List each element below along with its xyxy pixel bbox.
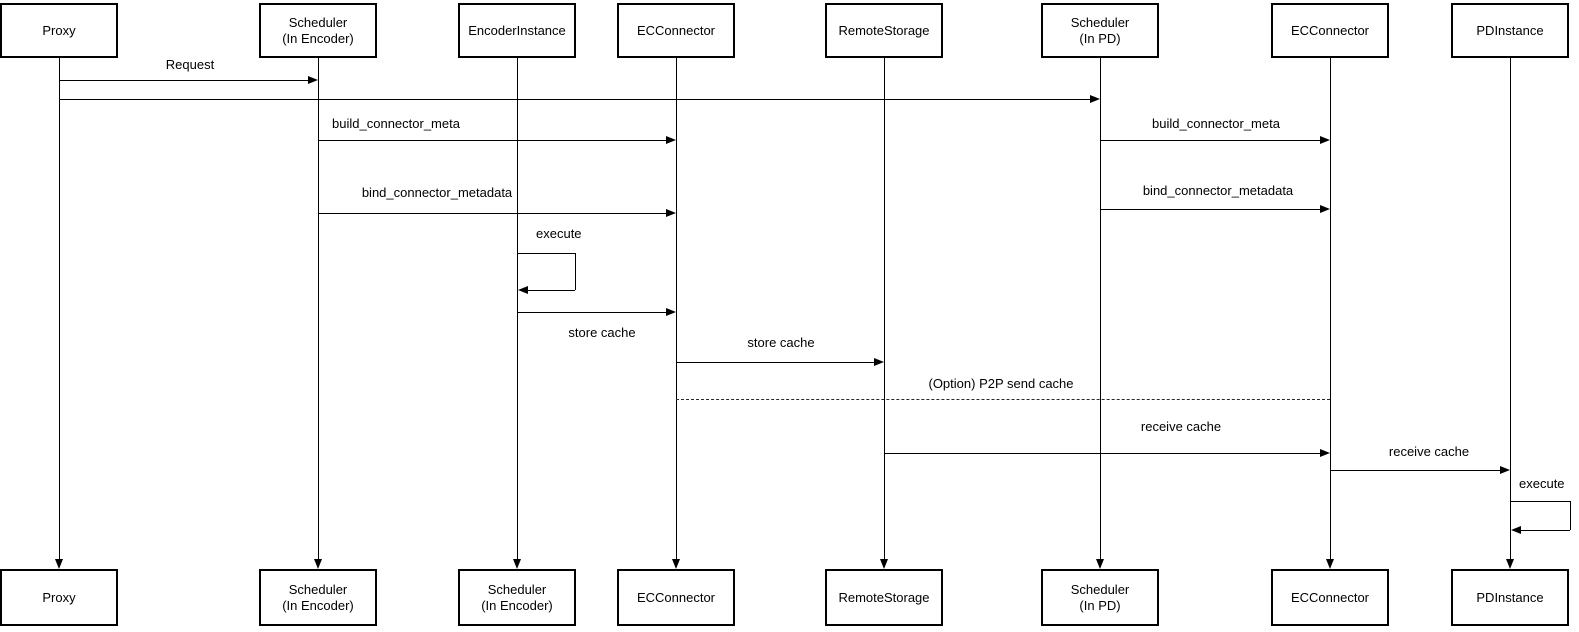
lifeline-remote-storage	[884, 58, 885, 560]
participant-bottom-box-pd-instance: PDInstance	[1451, 569, 1569, 626]
participant-label: ECConnector	[1290, 22, 1370, 38]
participant-label: Scheduler (In Encoder)	[282, 14, 354, 46]
participant-label: ECConnector	[636, 589, 716, 605]
participant-top-box-encoder-instance: EncoderInstance	[458, 3, 576, 58]
message-label-bind-connector-metadata-2: bind_connector_metadata	[1139, 184, 1297, 198]
participant-top-box-remote-storage: RemoteStorage	[825, 3, 943, 58]
message-line-build-connector-meta-1	[318, 140, 667, 141]
lifeline-pd-instance	[1510, 58, 1511, 560]
lifeline-scheduler-in-pd	[1100, 58, 1101, 560]
message-line-store-cache-1	[517, 312, 667, 313]
message-line-build-connector-meta-2	[1100, 140, 1321, 141]
participant-bottom-box-encoder-instance: Scheduler (In Encoder)	[458, 569, 576, 626]
participant-label: RemoteStorage	[838, 589, 930, 605]
participant-bottom-box-scheduler-in-encoder: Scheduler (In Encoder)	[259, 569, 377, 626]
participant-label: PDInstance	[1476, 22, 1544, 38]
message-line-request	[59, 80, 309, 81]
message-label-p2p-send-cache: (Option) P2P send cache	[925, 377, 1077, 391]
participant-label: Proxy	[42, 22, 76, 38]
message-label-store-cache-2: store cache	[744, 336, 818, 350]
self-message-bottom-line-execute-pd	[1520, 530, 1570, 531]
self-message-top-line-execute-encoder	[517, 253, 575, 254]
lifeline-encoder-instance	[517, 58, 518, 560]
arrowhead-right-icon	[874, 358, 884, 366]
message-line-bind-connector-metadata-1	[318, 213, 667, 214]
participant-top-box-ec-connector-encoder: ECConnector	[617, 3, 735, 58]
arrowhead-down-icon	[1096, 559, 1104, 569]
self-message-top-line-execute-pd	[1510, 501, 1570, 502]
arrowhead-right-icon	[1500, 466, 1510, 474]
message-line-p2p-send-cache	[676, 399, 1330, 400]
arrowhead-down-icon	[672, 559, 680, 569]
self-message-bottom-line-execute-encoder	[527, 290, 575, 291]
message-line-receive-cache-1	[884, 453, 1321, 454]
arrowhead-down-icon	[880, 559, 888, 569]
self-message-right-line-execute-encoder	[575, 253, 576, 290]
participant-label: Scheduler (In PD)	[1070, 14, 1130, 46]
arrowhead-right-icon	[666, 136, 676, 144]
arrowhead-right-icon	[308, 76, 318, 84]
arrowhead-left-icon	[518, 286, 528, 294]
participant-top-box-proxy: Proxy	[0, 3, 118, 58]
arrowhead-right-icon	[1090, 95, 1100, 103]
participant-bottom-box-ec-connector-encoder: ECConnector	[617, 569, 735, 626]
message-line-bind-connector-metadata-2	[1100, 209, 1321, 210]
arrowhead-right-icon	[1320, 136, 1330, 144]
message-label-build-connector-meta-1: build_connector_meta	[329, 117, 463, 131]
participant-label: Proxy	[42, 589, 76, 605]
arrowhead-right-icon	[1320, 449, 1330, 457]
participant-bottom-box-ec-connector-pd: ECConnector	[1271, 569, 1389, 626]
message-line-store-cache-2	[676, 362, 875, 363]
lifeline-proxy	[59, 58, 60, 560]
message-label-store-cache-1: store cache	[565, 326, 639, 340]
message-label-receive-cache-1: receive cache	[1137, 420, 1225, 434]
arrowhead-down-icon	[513, 559, 521, 569]
participant-top-box-scheduler-in-pd: Scheduler (In PD)	[1041, 3, 1159, 58]
lifeline-ec-connector-encoder	[676, 58, 677, 560]
message-label-receive-cache-2: receive cache	[1385, 445, 1473, 459]
lifeline-ec-connector-pd	[1330, 58, 1331, 560]
arrowhead-down-icon	[55, 559, 63, 569]
arrowhead-down-icon	[1326, 559, 1334, 569]
message-line-forward-to-pd	[59, 99, 1091, 100]
message-label-bind-connector-metadata-1: bind_connector_metadata	[358, 186, 516, 200]
participant-top-box-ec-connector-pd: ECConnector	[1271, 3, 1389, 58]
participant-label: Scheduler (In Encoder)	[481, 581, 553, 613]
arrowhead-right-icon	[666, 209, 676, 217]
message-label-execute-pd: execute	[1517, 476, 1567, 491]
participant-bottom-box-remote-storage: RemoteStorage	[825, 569, 943, 626]
arrowhead-right-icon	[666, 308, 676, 316]
arrowhead-right-icon	[1320, 205, 1330, 213]
message-label-build-connector-meta-2: build_connector_meta	[1149, 117, 1283, 131]
participant-label: PDInstance	[1476, 589, 1544, 605]
participant-bottom-box-scheduler-in-pd: Scheduler (In PD)	[1041, 569, 1159, 626]
message-line-receive-cache-2	[1330, 470, 1501, 471]
arrowhead-left-icon	[1511, 526, 1521, 534]
message-label-request: Request	[162, 58, 218, 72]
message-label-execute-encoder: execute	[534, 226, 584, 241]
participant-label: Scheduler (In Encoder)	[282, 581, 354, 613]
participant-bottom-box-proxy: Proxy	[0, 569, 118, 626]
arrowhead-down-icon	[1506, 559, 1514, 569]
arrowhead-down-icon	[314, 559, 322, 569]
participant-label: RemoteStorage	[838, 22, 930, 38]
participant-label: Scheduler (In PD)	[1070, 581, 1130, 613]
self-message-right-line-execute-pd	[1570, 501, 1571, 530]
participant-label: ECConnector	[636, 22, 716, 38]
participant-top-box-pd-instance: PDInstance	[1451, 3, 1569, 58]
participant-label: EncoderInstance	[468, 22, 566, 38]
lifeline-scheduler-in-encoder	[318, 58, 319, 560]
participant-label: ECConnector	[1290, 589, 1370, 605]
participant-top-box-scheduler-in-encoder: Scheduler (In Encoder)	[259, 3, 377, 58]
